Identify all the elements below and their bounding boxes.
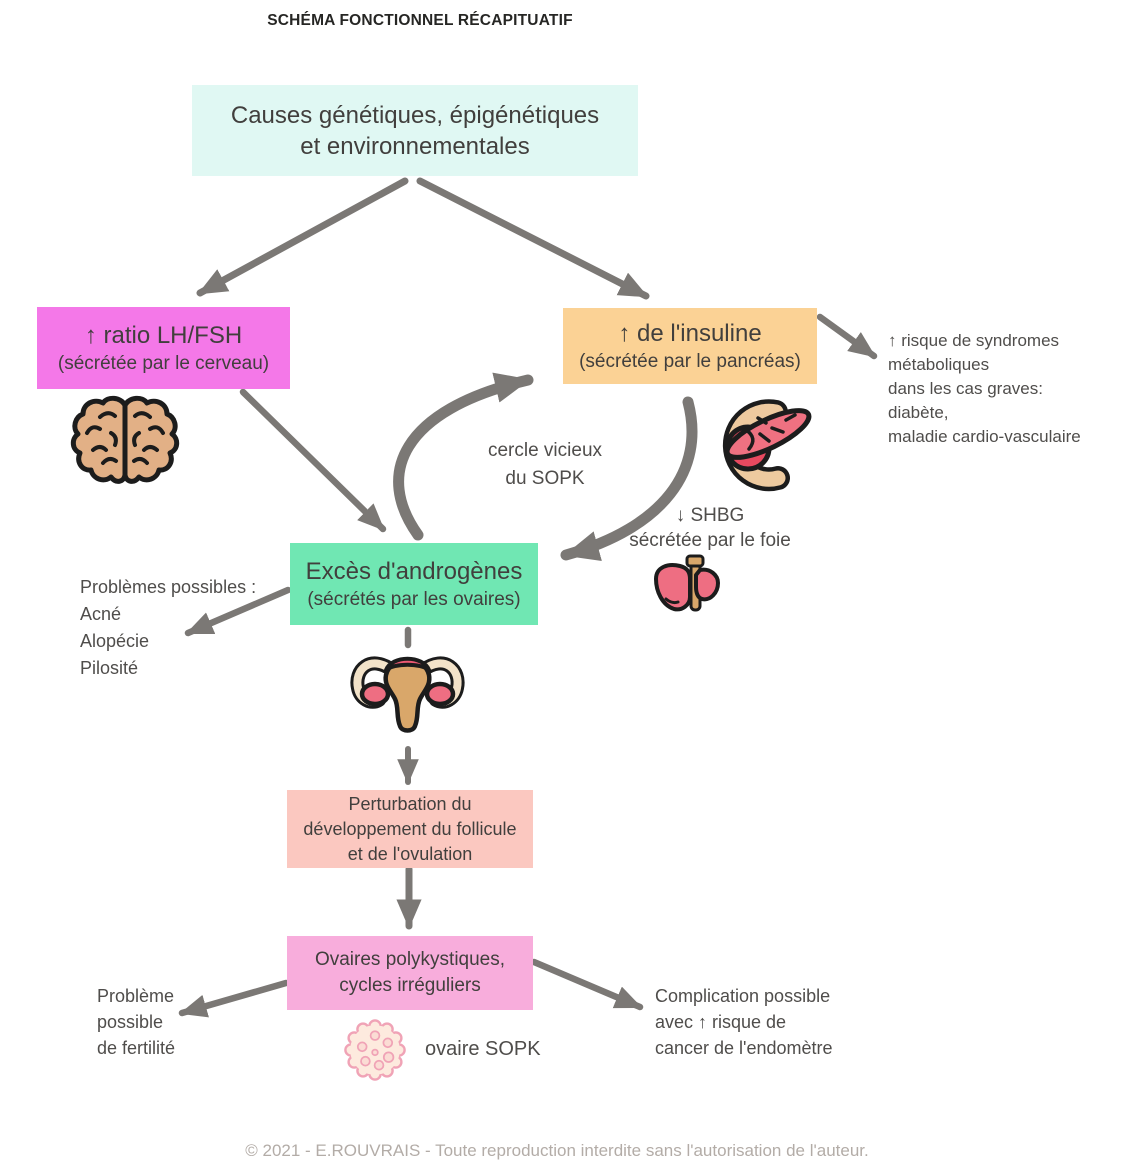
causes-line1: Causes génétiques, épigénétiques [230,101,600,129]
endometrial-cancer-text: Complication possible avec ↑ risque de c… [655,983,885,1061]
fertility-line1: Problème [97,986,175,1006]
problems-line2: Acné [80,604,122,624]
complication-line1: Complication possible [655,986,831,1006]
androgens-box: Excès d'androgènes (sécrétés par les ova… [290,543,538,625]
perturbation-line3: et de l'ovulation [347,843,473,864]
complication-line3: cancer de l'endomètre [655,1038,833,1058]
vicious-line1: cercle vicieux [487,440,603,461]
pcos-ovary-caption: ovaire SOPK [425,1038,541,1060]
fertility-problem-text: Problème possible de fertilité [97,983,257,1061]
shbg-line1: ↓ SHBG [675,505,745,526]
shbg-label: ↓ SHBG sécrétée par le foie [620,503,800,553]
perturbation-line1: Perturbation du [348,793,472,814]
polycystic-ovaries-box: Ovaires polykystiques, cycles irrégulier… [287,936,533,1010]
problems-line1: Problèmes possibles : [80,577,257,597]
arrow-lhfsh-to-androgens [239,388,387,533]
fertility-line2: possible [97,1012,164,1032]
polycystic-line2: cycles irréguliers [339,975,481,996]
copyright-footer: © 2021 - E.ROUVRAIS - Toute reproduction… [245,1141,869,1160]
shbg-line2: sécrétée par le foie [629,530,791,551]
arrow-causes-to-lhfsh [196,177,409,297]
complication-line2: avec ↑ risque de [655,1012,787,1032]
metabolic-risk-text: ↑ risque de syndromes métaboliques dans … [888,329,1118,449]
lh-fsh-box: ↑ ratio LH/FSH (sécrétée par le cerveau) [37,307,290,389]
insulin-line1: ↑ de l'insuline [618,319,762,347]
diagram-title: SCHÉMA FONCTIONNEL RÉCAPITUATIF [267,12,573,29]
lh-fsh-line1: ↑ ratio LH/FSH [84,321,243,349]
perturbation-line2: développement du follicule [303,818,517,839]
androgens-line2: (sécrétés par les ovaires) [307,588,521,610]
metabolic-line5: maladie cardio-vasculaire [888,427,1081,446]
arrow-causes-to-insulin [416,177,650,300]
problems-line3: Alopécie [80,631,150,651]
perturbation-box: Perturbation du développement du follicu… [287,790,533,868]
insulin-box: ↑ de l'insuline (sécrétée par le pancréa… [563,308,817,384]
vicious-line2: du SOPK [505,468,585,489]
metabolic-line3: dans les cas graves: [888,379,1043,398]
causes-box: Causes génétiques, épigénétiques et envi… [192,85,638,176]
fertility-line3: de fertilité [97,1038,176,1058]
polycystic-line1: Ovaires polykystiques, [314,949,506,970]
androgens-line1: Excès d'androgènes [305,557,523,585]
insulin-line2: (sécrétée par le pancréas) [579,350,801,372]
uterus-icon [350,656,465,733]
possible-problems-text: Problèmes possibles : Acné Alopécie Pilo… [80,574,290,682]
vicious-circle-label: cercle vicieux du SOPK [455,437,635,493]
arrow-insulin-to-metabolic [816,313,878,360]
brain-icon [70,395,180,484]
pancreas-icon [722,399,812,492]
problems-line4: Pilosité [80,658,139,678]
lh-fsh-line2: (sécrétée par le cerveau) [57,352,270,374]
pcos-ovary-icon [344,1019,406,1081]
metabolic-line4: diabète, [888,403,949,422]
metabolic-line2: métaboliques [888,355,990,374]
metabolic-line1: ↑ risque de syndromes [888,331,1060,350]
arrow-ovaries-to-complication [530,958,644,1011]
causes-line2: et environnementales [300,132,530,160]
liver-icon [654,554,720,612]
